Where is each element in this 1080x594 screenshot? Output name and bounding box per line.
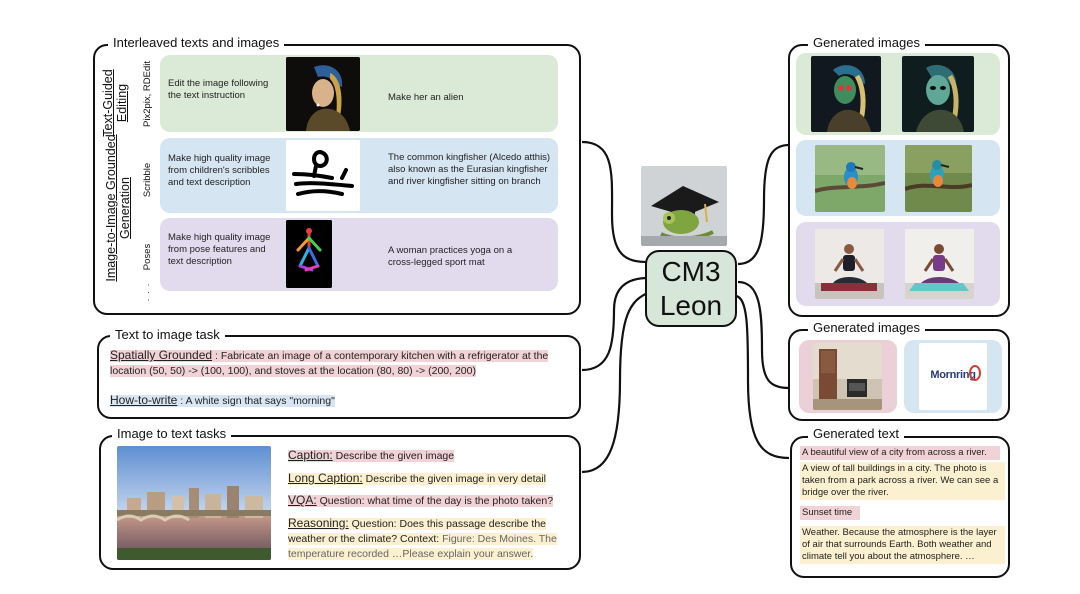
generated-text-title: Generated text [808,426,904,442]
row-edit-instruction: Edit the image following the text instru… [168,78,269,101]
connector-interleaved [581,140,649,264]
spatially-grounded-task: Spatially Grounded : Fabricate an image … [110,348,570,379]
group-subtitle-pix2pix: Pix2pix, RDEdit [142,61,153,127]
reasoning-context-2: temperature recorded …Please explain you… [288,548,534,560]
group-subtitle-poses: Poses [142,243,153,271]
connector-image-to-text [581,290,651,474]
caption-task: Caption: Describe the given image [288,448,455,464]
reasoning-text-2: weather or the climate? Context: [288,533,440,545]
image-to-text-title: Image to text tasks [112,426,232,442]
spatially-grounded-text: : Fabricate an image of a contemporary k… [110,350,549,377]
generated-images-title-1: Generated images [808,35,925,51]
cm3-leon-title-line2: Leon [659,290,723,321]
cm3-leon-title-line1: CM3 [661,256,721,287]
generated-text-reasoning: Weather. Because the atmosphere is the l… [800,526,1005,564]
connector-generated-images-1 [737,143,790,266]
how-to-write-task: How-to-write : A white sign that says "m… [110,393,570,409]
long-caption-label: Long Caption: [288,471,363,485]
cm3-leon-node: CM3 Leon [645,250,737,327]
des-moines-city-image [117,446,271,560]
reasoning-task: Reasoning: Question: Does this passage d… [288,516,578,562]
scribble-image [286,140,360,211]
girl-pearl-earring-image [286,57,360,131]
connector-text-to-image [581,276,649,372]
chameleon-graduate-image [641,166,727,246]
rows-ellipsis: · · · [143,282,153,302]
row-poses-prompt: A woman practices yoga on a cross-legged… [388,245,513,268]
row-poses [160,218,558,291]
morning-sign-text: Mornring [930,369,976,381]
reasoning-text-1: Question: Does this passage describe the [348,518,546,530]
row-edit-prompt: Make her an alien [388,92,464,103]
long-caption-text: Describe the given image in very detail [362,473,546,485]
interleaved-title: Interleaved texts and images [108,35,285,51]
group-title-image-to-image: Image-to-Image Grounded Generation [104,134,132,282]
morning-sign-image: Mornring [919,343,987,410]
kingfisher-image-2 [905,145,972,212]
how-to-write-text: : A white sign that says "morning" [177,395,335,407]
vqa-text: Question: what time of the day is the ph… [316,495,554,507]
yoga-woman-image-1 [815,229,884,299]
reasoning-label: Reasoning: [288,516,349,530]
group-subtitle-scribble: Scribble [142,162,153,198]
spatially-grounded-label: Spatially Grounded [110,348,213,362]
generated-text-long-caption: A view of tall buildings in a city. The … [800,462,1005,500]
row-scribble-prompt: The common kingfisher (Alcedo atthis) al… [388,152,551,187]
yoga-woman-image-2 [905,229,974,299]
generated-text-caption: A beautiful view of a city from across a… [800,446,1000,460]
alien-girl-image-2 [902,56,974,132]
generated-text-vqa: Sunset time [800,506,860,520]
caption-label: Caption: [288,448,333,462]
long-caption-task: Long Caption: Describe the given image i… [288,471,546,487]
how-to-write-label: How-to-write [110,393,178,407]
vqa-task: VQA: Question: what time of the day is t… [288,493,554,509]
connector-generated-text [734,294,790,460]
text-to-image-title: Text to image task [110,327,225,343]
row-scribble-instruction: Make high quality image from children's … [168,153,271,188]
kingfisher-image-1 [815,145,885,212]
pose-image [286,220,332,288]
alien-girl-image-1 [811,56,881,132]
reasoning-context-1: Figure: Des Moines. The [439,533,557,545]
vqa-label: VQA: [288,493,317,507]
generated-images-title-2: Generated images [808,320,925,336]
morning-sign-swirl [969,365,981,381]
caption-text: Describe the given image [332,450,455,462]
row-poses-instruction: Make high quality image from pose featur… [168,232,271,267]
kitchen-image [813,343,882,410]
connector-generated-images-2 [737,280,790,390]
